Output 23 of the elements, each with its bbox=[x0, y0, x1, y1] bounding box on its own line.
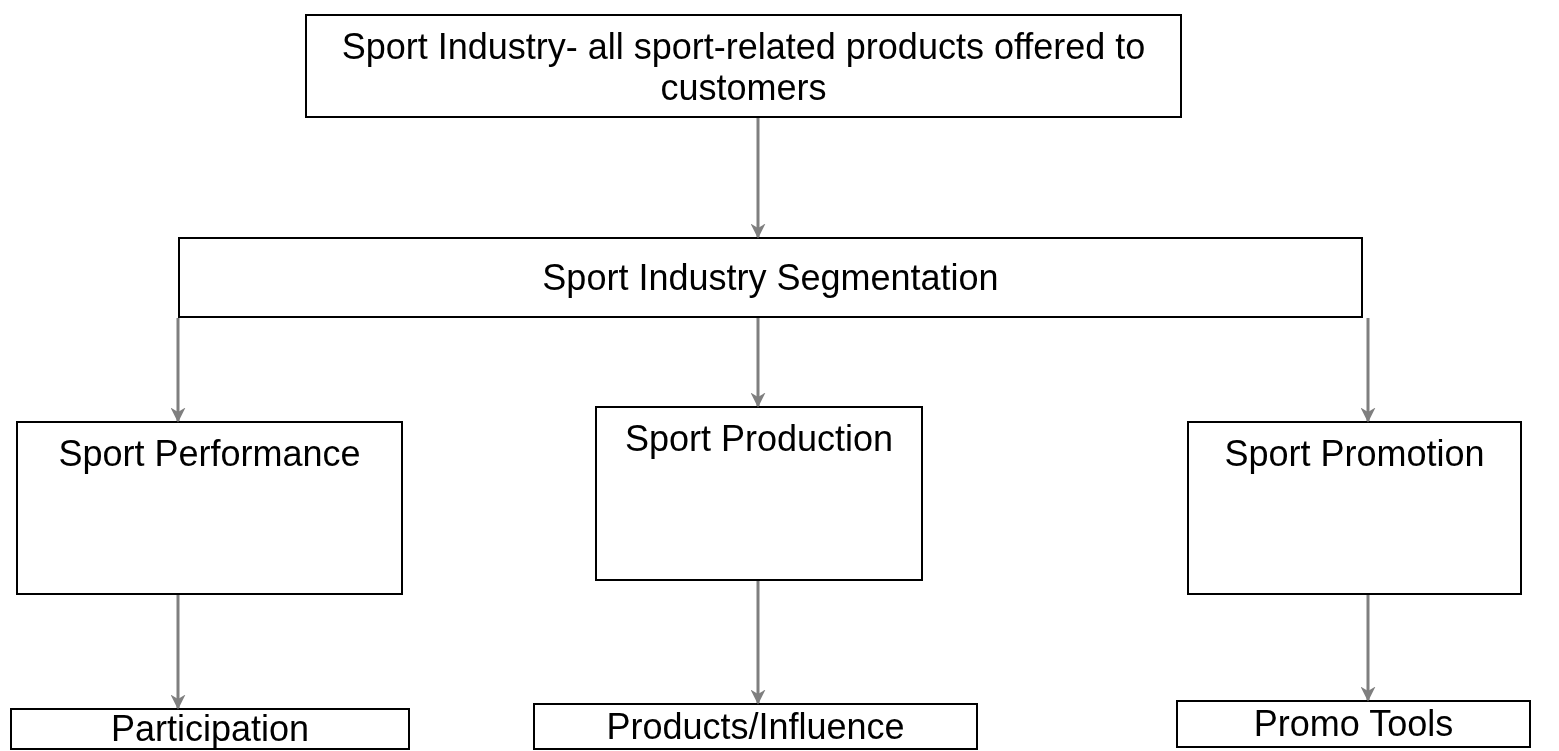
process-box bbox=[1187, 421, 1522, 595]
process-box bbox=[16, 421, 403, 595]
arrow bbox=[750, 581, 766, 705]
arrow bbox=[1360, 318, 1376, 423]
process-box bbox=[178, 237, 1363, 318]
process-box bbox=[595, 406, 923, 581]
arrow bbox=[170, 595, 186, 710]
box-label: Sport Performance bbox=[58, 433, 361, 475]
box-label: Sport Promotion bbox=[1224, 433, 1485, 475]
process-box bbox=[1176, 700, 1531, 748]
arrow bbox=[750, 118, 766, 239]
box-label: Participation bbox=[110, 708, 310, 750]
process-box bbox=[10, 708, 410, 750]
box-label: Sport Production bbox=[624, 418, 894, 460]
process-box bbox=[305, 14, 1182, 118]
box-label: Sport Industry Segmentation bbox=[542, 256, 999, 299]
process-box bbox=[533, 703, 978, 750]
box-label: Products/Influence bbox=[606, 705, 905, 748]
box-label: Promo Tools bbox=[1253, 703, 1454, 745]
arrow bbox=[750, 318, 766, 408]
arrow bbox=[170, 318, 186, 423]
arrow bbox=[1360, 595, 1376, 702]
box-label: Sport Industry- all sport-related products offered to customers bbox=[340, 26, 1147, 109]
